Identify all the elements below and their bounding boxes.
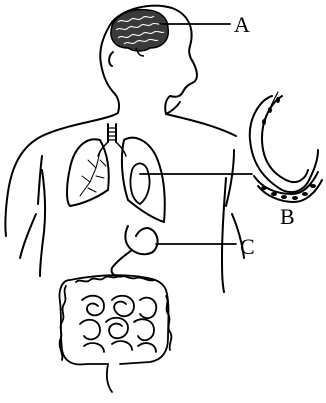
label-c: C (240, 234, 255, 259)
capillary-cells (261, 97, 316, 200)
label-a: A (234, 12, 250, 37)
lungs (67, 124, 165, 222)
intestines (59, 275, 171, 392)
leader-lines (140, 24, 252, 244)
stomach (112, 226, 158, 277)
brain (111, 10, 168, 56)
label-b: B (280, 204, 295, 229)
heart (130, 163, 149, 204)
alveolus-inset (250, 92, 322, 202)
body-outline (5, 6, 244, 292)
